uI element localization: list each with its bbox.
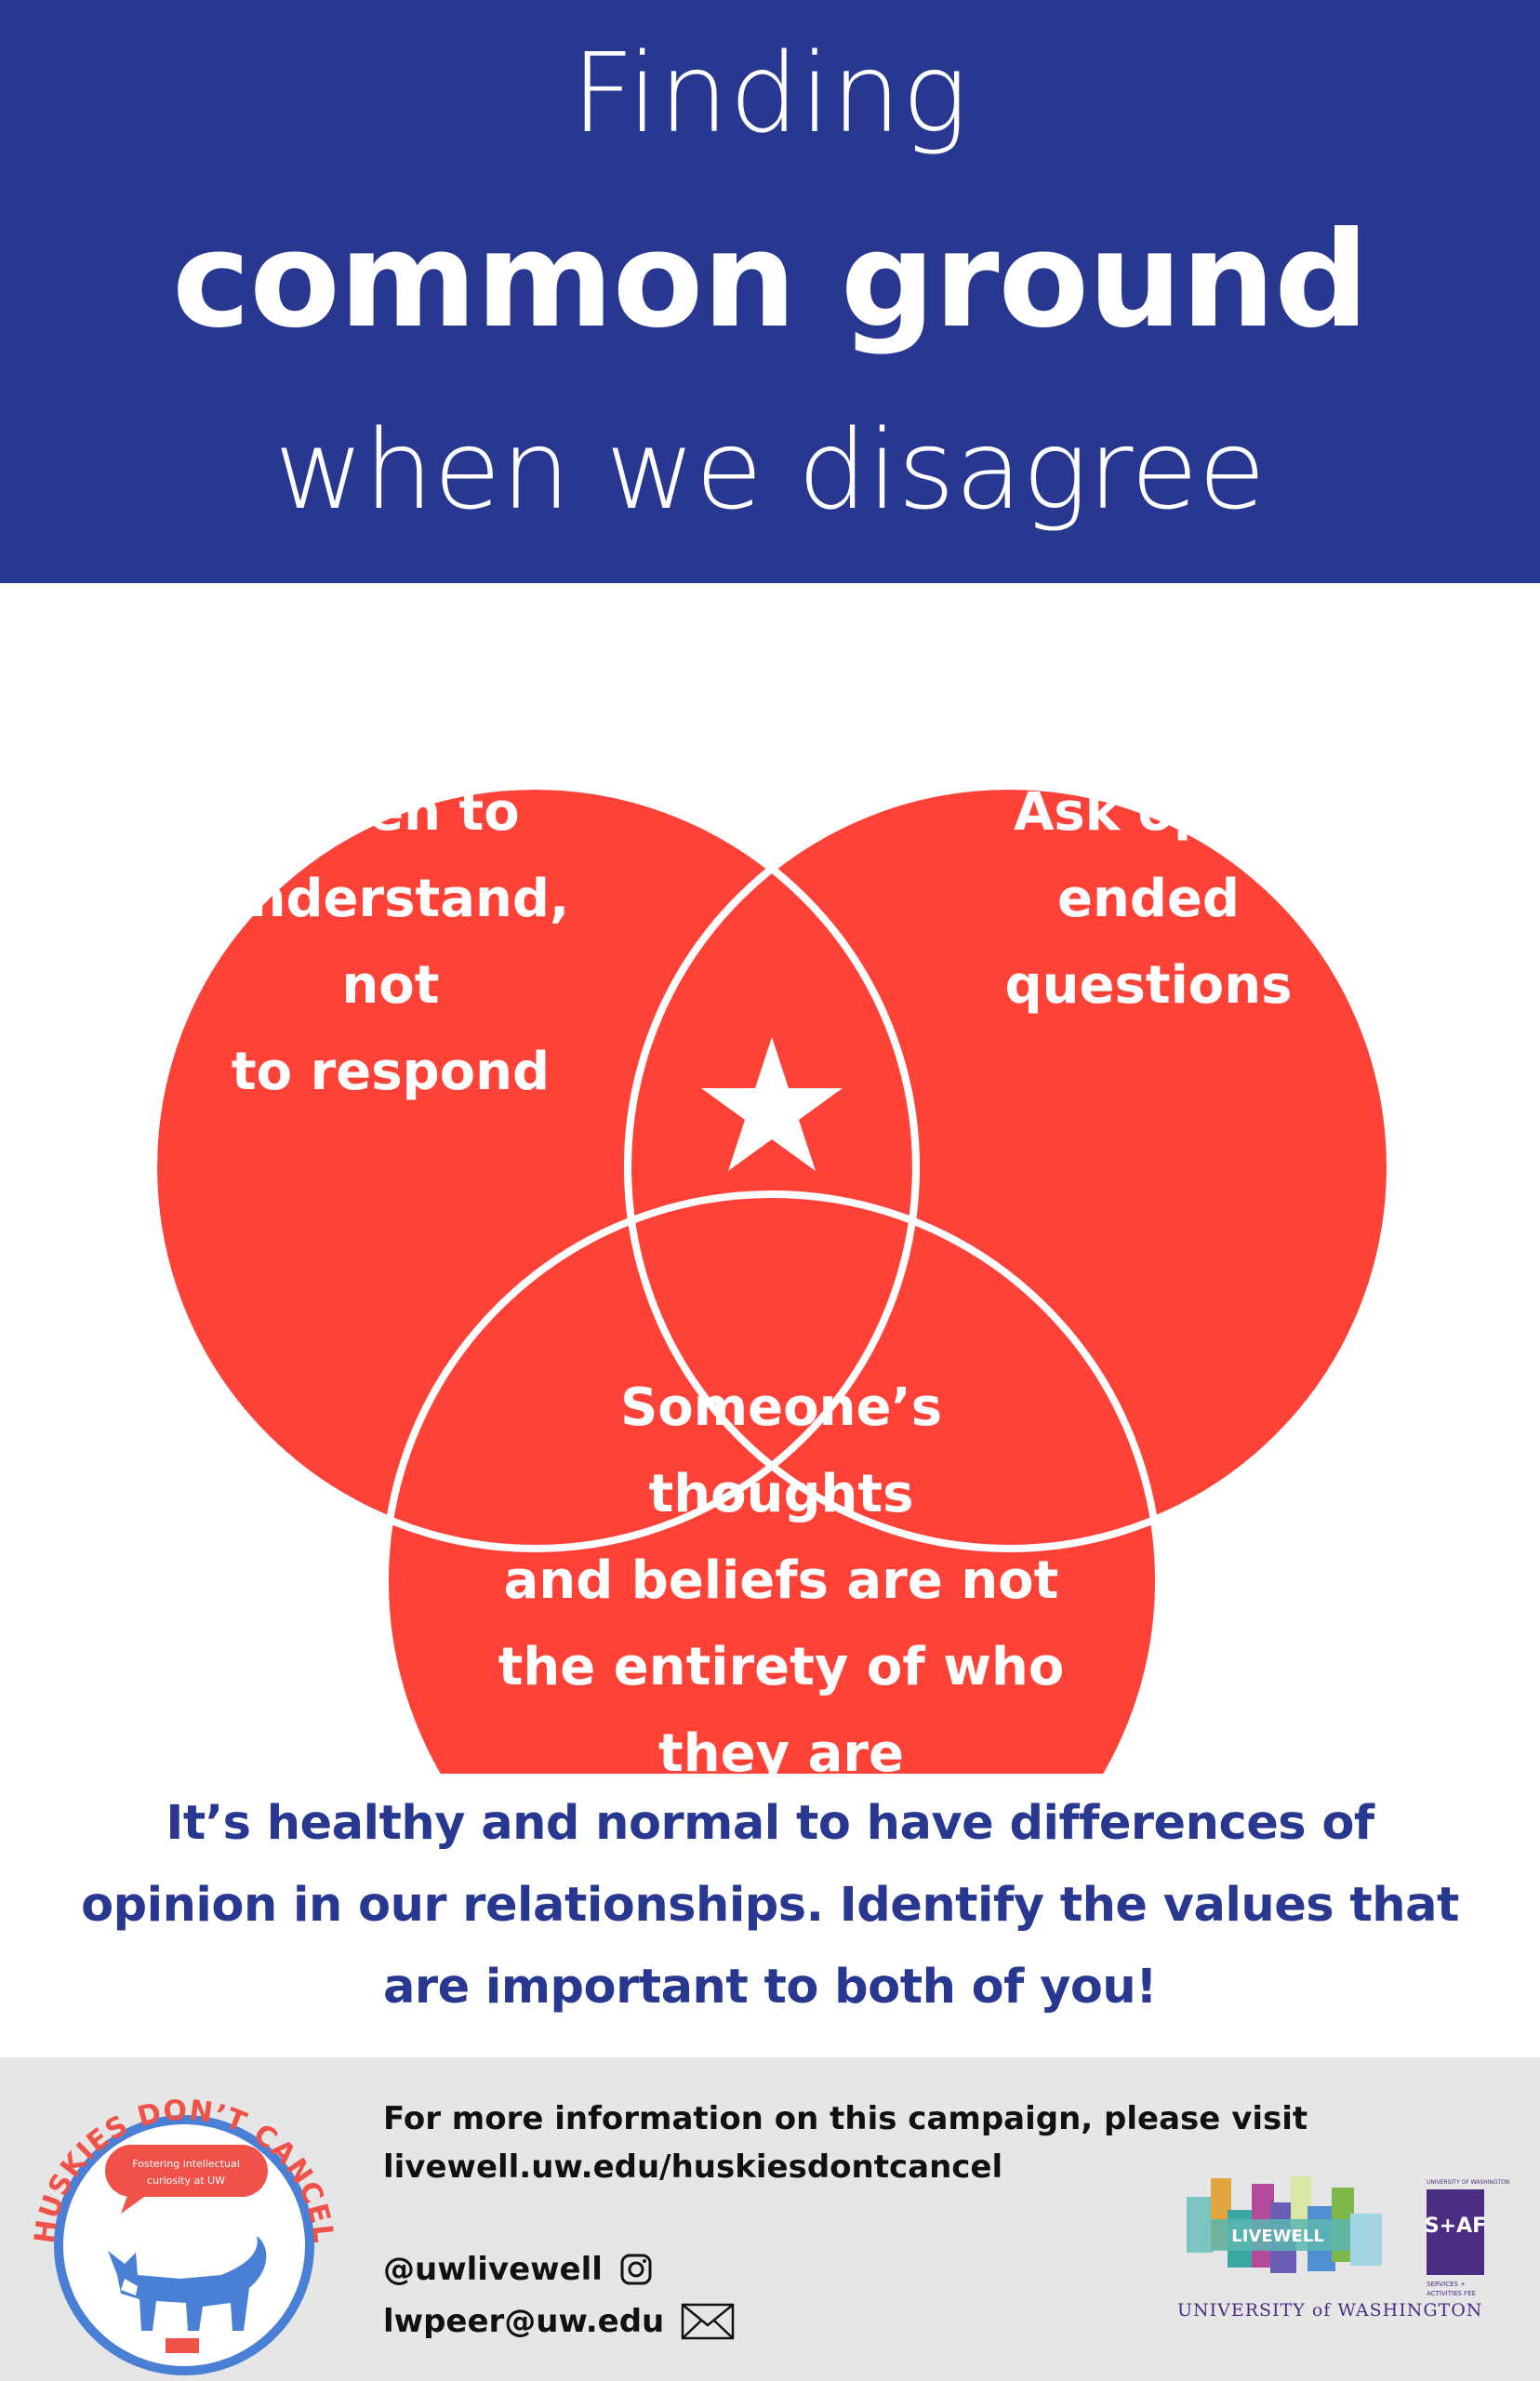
venn-overlay [150,782,1394,1774]
star-icon [701,1037,843,1171]
venn-diagram: Listen to understand, not to respond Ask… [0,583,1540,1784]
venn-right-label: Ask open ended questions [1004,782,1293,1016]
instagram-handle[interactable]: @uwlivewell [383,2251,603,2288]
huskies-dont-cancel-logo: HUSKIES DON’T CANCEL Fostering intellect… [29,2094,339,2375]
hdc-bubble-line-2: curiosity at UW [147,2175,225,2187]
title-line-1: Finding [571,29,969,157]
footer: HUSKIES DON’T CANCEL Fostering intellect… [0,2057,1540,2381]
saf-logo-text: S+AF [1425,2215,1486,2238]
venn-left-label: Listen to understand, not to respond [211,782,570,1102]
svg-text:SERVICES +: SERVICES + [1427,2281,1466,2288]
husky-dog-icon [108,2236,267,2331]
svg-text:UNIVERSITY OF WASHINGTON: UNIVERSITY OF WASHINGTON [1427,2179,1509,2186]
uw-wordmark: UNIVERSITY of WASHINGTON [1177,2300,1482,2321]
speech-bubble-icon [105,2145,268,2197]
venn-main-bottom [381,1190,1162,1774]
livewell-logo: LIVEWELL [1187,2176,1382,2273]
svg-text:ACTIVITIES FEE: ACTIVITIES FEE [1427,2290,1476,2297]
campaign-link[interactable]: livewell.uw.edu/huskiesdontcancel [383,2148,1003,2186]
contact-info: For more information on this campaign, p… [383,2095,1308,2346]
header-banner: Finding common ground when we disagree [0,0,1540,583]
saf-logo: UNIVERSITY OF WASHINGTON S+AF SERVICES +… [1425,2179,1509,2297]
pennant-icon [166,2338,199,2353]
title-line-3: when we disagree [273,406,1267,534]
info-line-1: For more information on this campaign, p… [383,2100,1308,2137]
tagline: It’s healthy and normal to have differen… [81,1796,1459,2015]
hdc-bubble-line-1: Fostering intellectual [132,2158,240,2170]
livewell-logo-text: LIVEWELL [1231,2227,1323,2246]
livewell-uw-logo: LIVEWELL UNIVERSITY of WASHINGTON UNIVER… [1177,2176,1509,2321]
email-address[interactable]: lwpeer@uw.edu [383,2303,665,2340]
venn-bottom-label: Someone’s thoughts and beliefs are not t… [498,1377,1065,1784]
envelope-icon[interactable] [681,2303,735,2340]
title-line-2: common ground [172,204,1369,357]
instagram-icon[interactable] [619,2253,653,2286]
